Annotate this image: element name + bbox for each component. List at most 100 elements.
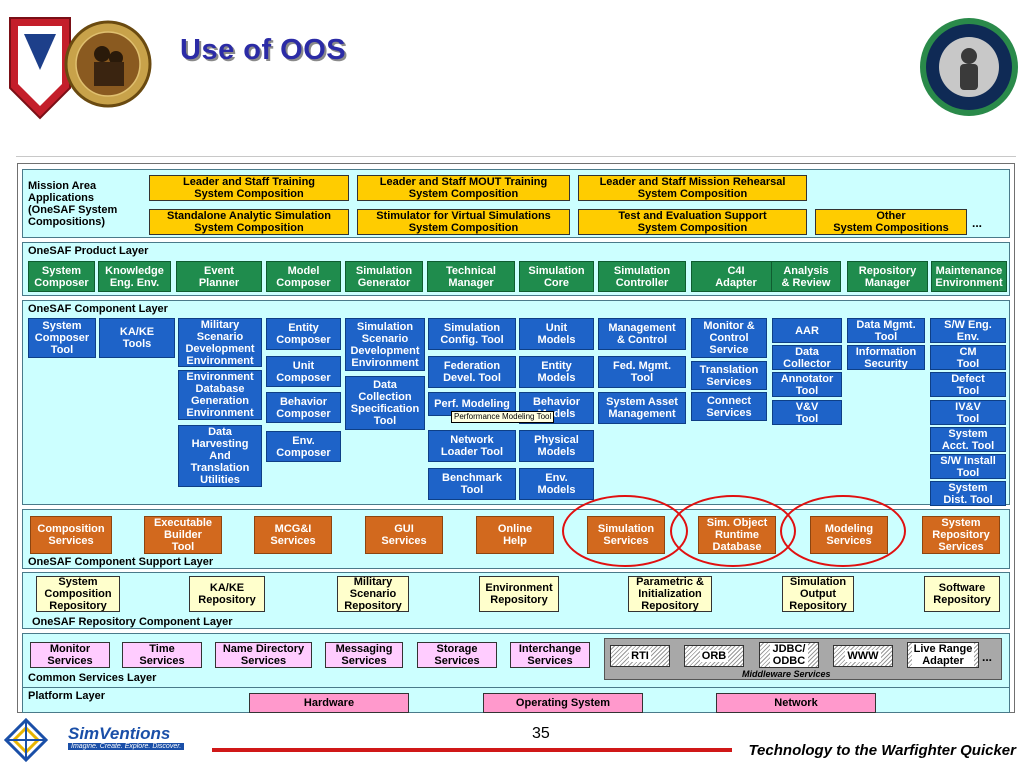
component-system-acct-tool: System Acct. Tool [930, 427, 1006, 452]
common-monitor-services: Monitor Services [30, 642, 110, 668]
battle-lab-seal [920, 18, 1018, 116]
component-env-database-generation: Environment Database Generation Environm… [178, 370, 262, 420]
repository-parametric-initialization: Parametric & Initialization Repository [628, 576, 712, 612]
component-simulation-config-tool: Simulation Config. Tool [428, 318, 516, 350]
repository-environment: Environment Repository [479, 576, 559, 612]
middleware-live-range-adapter: Live Range Adapter [907, 642, 979, 668]
support-mcgi-services: MCG&I Services [254, 516, 332, 554]
slide-title: Use of OOS [180, 34, 347, 66]
product-layer-label: OneSAF Product Layer [28, 245, 149, 257]
component-unit-models: Unit Models [519, 318, 594, 350]
component-sw-install-tool: S/W Install Tool [930, 454, 1006, 479]
component-benchmark-tool: Benchmark Tool [428, 468, 516, 500]
repository-military-scenario: Military Scenario Repository [337, 576, 409, 612]
composition-leader-staff-mout: Leader and Staff MOUT Training System Co… [357, 175, 570, 201]
component-system-asset-management: System Asset Management [598, 392, 686, 424]
component-data-collection-spec-tool: Data Collection Specification Tool [345, 376, 425, 430]
component-cm-tool: CM Tool [930, 345, 1006, 370]
middleware-orb: ORB [684, 645, 744, 667]
component-defect-tool: Defect Tool [930, 372, 1006, 397]
platform-operating-system: Operating System [483, 693, 643, 713]
component-layer-label: OneSAF Component Layer [28, 303, 168, 315]
common-messaging-services: Messaging Services [325, 642, 403, 668]
component-sw-eng-env: S/W Eng. Env. [930, 318, 1006, 343]
component-env-composer: Env. Composer [266, 431, 341, 462]
mission-area-label: Mission Area Applications (OneSAF System… [28, 180, 118, 228]
component-unit-composer: Unit Composer [266, 356, 341, 387]
platform-hardware: Hardware [249, 693, 409, 713]
support-gui-services: GUI Services [365, 516, 443, 554]
common-storage-services: Storage Services [417, 642, 497, 668]
composition-leader-staff-training: Leader and Staff Training System Composi… [149, 175, 349, 201]
common-name-directory-services: Name Directory Services [215, 642, 312, 668]
platform-layer-label: Platform Layer [28, 690, 106, 702]
repository-software: Software Repository [924, 576, 1000, 612]
product-event-planner: Event Planner [176, 261, 262, 292]
header-divider [16, 156, 1016, 157]
component-env-models: Env. Models [519, 468, 594, 500]
simventions-logo-icon [4, 718, 49, 762]
product-c4i-adapter: C4I Adapter [691, 261, 781, 292]
component-data-harvesting: Data Harvesting And Translation Utilitie… [178, 425, 262, 487]
component-simulation-scenario-dev-env: Simulation Scenario Development Environm… [345, 318, 425, 371]
common-services-layer-label: Common Services Layer [28, 672, 157, 684]
mission-area-ellipsis: ... [972, 216, 983, 230]
footer-tagline: Technology to the Warfighter Quicker [748, 742, 1016, 759]
repository-kake: KA/KE Repository [189, 576, 265, 612]
repository-simulation-output: Simulation Output Repository [782, 576, 854, 612]
product-repository-manager: Repository Manager [847, 261, 928, 292]
component-federation-devel-tool: Federation Devel. Tool [428, 356, 516, 388]
product-simulation-controller: Simulation Controller [598, 261, 686, 292]
composition-mission-rehearsal: Leader and Staff Mission Rehearsal Syste… [578, 175, 807, 201]
component-system-composer-tool: System Composer Tool [28, 318, 96, 358]
component-physical-models: Physical Models [519, 430, 594, 462]
product-analysis-review: Analysis & Review [771, 261, 841, 292]
support-layer-label: OneSAF Component Support Layer [28, 556, 214, 568]
repository-system-composition: System Composition Repository [36, 576, 120, 612]
component-data-mgmt-tool: Data Mgmt. Tool [847, 318, 925, 343]
product-system-composer: System Composer [28, 261, 95, 292]
component-data-collector: Data Collector [772, 345, 842, 370]
component-system-dist-tool: System Dist. Tool [930, 481, 1006, 506]
component-aar: AAR [772, 318, 842, 343]
component-network-loader-tool: Network Loader Tool [428, 430, 516, 462]
component-military-scenario-dev-env: Military Scenario Development Environmen… [178, 318, 262, 367]
support-online-help: Online Help [476, 516, 554, 554]
component-translation-services: Translation Services [691, 361, 767, 390]
product-simulation-generator: Simulation Generator [345, 261, 423, 292]
common-interchange-services: Interchange Services [510, 642, 590, 668]
middleware-jdbc-odbc: JDBC/ ODBC [759, 642, 819, 668]
support-executable-builder-tool: Executable Builder Tool [144, 516, 222, 554]
component-behavior-composer: Behavior Composer [266, 392, 341, 423]
product-maintenance-environment: Maintenance Environment [931, 261, 1007, 292]
highlight-circle-runtime-database [670, 495, 796, 567]
support-composition-services: Composition Services [30, 516, 112, 554]
middleware-www: WWW [833, 645, 893, 667]
component-ivv-tool: IV&V Tool [930, 400, 1006, 425]
repository-layer-label: OneSAF Repository Component Layer [32, 616, 233, 628]
product-technical-manager: Technical Manager [427, 261, 515, 292]
product-knowledge-eng-env: Knowledge Eng. Env. [98, 261, 171, 292]
composition-other: Other System Compositions [815, 209, 967, 235]
composition-test-evaluation: Test and Evaluation Support System Compo… [578, 209, 807, 235]
component-information-security: Information Security [847, 345, 925, 370]
company-tagline: Imagine. Create. Explore. Discover. [68, 743, 185, 750]
platform-network: Network [716, 693, 876, 713]
support-system-repository-services: System Repository Services [922, 516, 1000, 554]
army-amc-logo [9, 17, 152, 120]
product-model-composer: Model Composer [266, 261, 341, 292]
footer-divider [212, 748, 732, 752]
middleware-ellipsis: ... [982, 650, 993, 664]
middleware-services-label: Middleware Services [742, 669, 831, 679]
page-number: 35 [532, 725, 550, 742]
component-vv-tool: V&V Tool [772, 400, 842, 425]
composition-standalone-analytic: Standalone Analytic Simulation System Co… [149, 209, 349, 235]
company-name: SimVentions [68, 724, 171, 743]
oos-architecture-diagram: Mission Area Applications (OneSAF System… [17, 163, 1015, 713]
component-connect-services: Connect Services [691, 392, 767, 421]
component-management-control: Management & Control [598, 318, 686, 350]
component-entity-models: Entity Models [519, 356, 594, 388]
component-entity-composer: Entity Composer [266, 318, 341, 350]
composition-stimulator: Stimulator for Virtual Simulations Syste… [357, 209, 570, 235]
component-annotator-tool: Annotator Tool [772, 372, 842, 397]
